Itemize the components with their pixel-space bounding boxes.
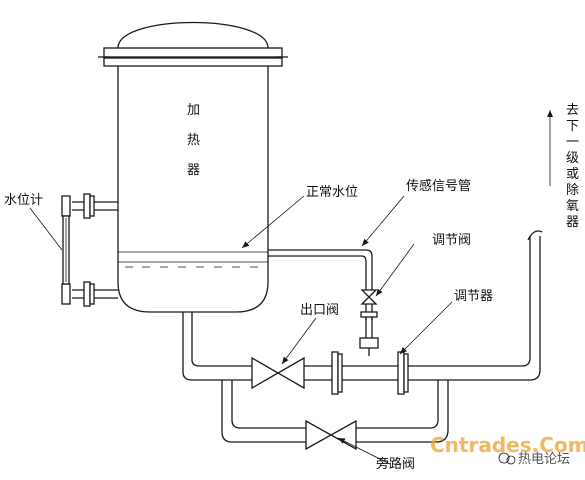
control-valve-label: 调节阀 [432,233,471,248]
bypass-valve-label: 旁路阀 [376,456,415,472]
outlet-pipe [182,230,543,395]
outlet-valve [251,356,280,390]
outlet-valve-label: 出口阀 [300,303,339,318]
water-gauge [61,193,118,307]
sensor-pipe [268,249,379,356]
destination-label: 去下一级或除氧器 [566,103,579,230]
regulator [397,351,405,395]
heater-label: 加热器 [187,103,200,178]
water-gauge-label: 水位计 [4,193,43,208]
regulator-label: 调节器 [454,289,493,304]
watermark-site: Cntrades.Com [430,433,585,457]
watermark-account: 热电论坛 [518,452,570,467]
bypass-valve [305,419,333,451]
wechat-icon [498,452,510,464]
sensor-pipe-label: 传感信号管 [406,178,471,194]
normal-level-label: 正常水位 [306,185,358,200]
heater-vessel [98,21,288,313]
